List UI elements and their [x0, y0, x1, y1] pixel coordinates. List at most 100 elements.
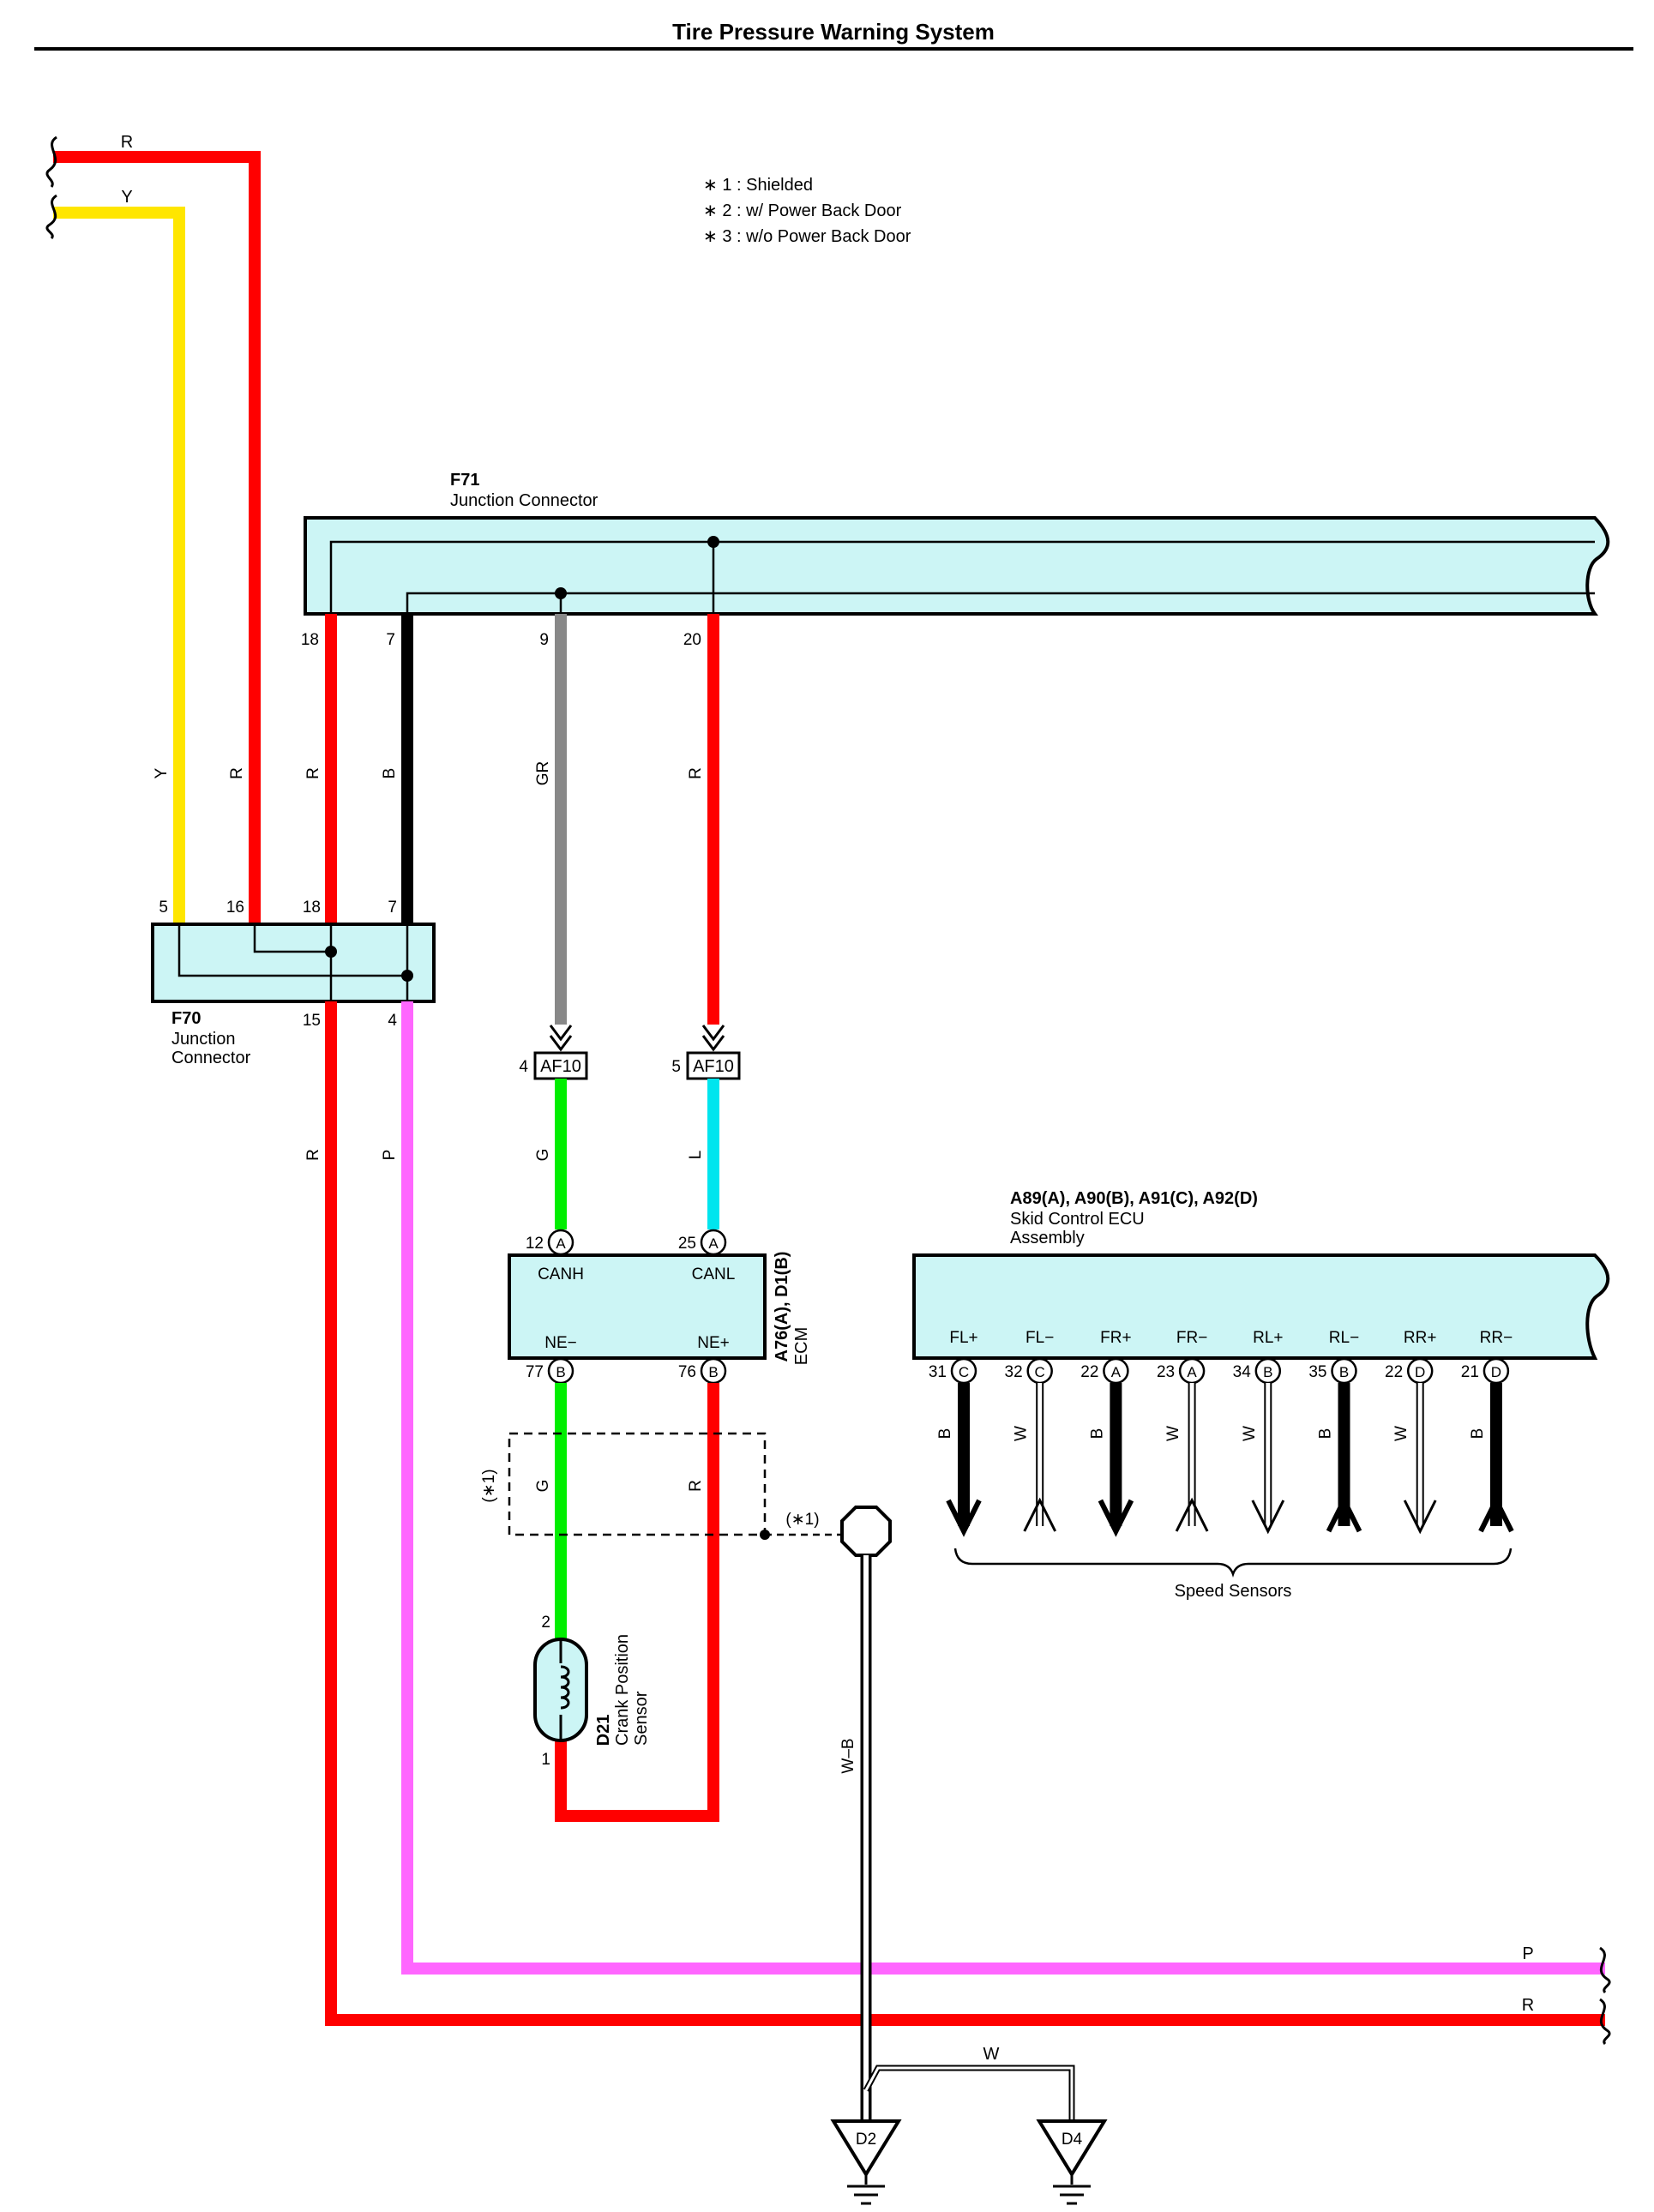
ecm-unit: A A 12 25 CANH CANL NE− NE+ B B 77 76 A7… — [508, 1229, 811, 1385]
ecm-code: A76(A), D1(B) — [773, 1252, 791, 1362]
skid-terminal-wire-label: W — [1392, 1426, 1410, 1441]
ecm-canl-label: CANL — [692, 1265, 736, 1283]
wire-label-w-ground: W — [983, 2045, 1000, 2064]
skid-terminal-name: FR+ — [1100, 1329, 1131, 1347]
skid-terminal-arrow — [1326, 1494, 1362, 1533]
skid-terminal-name: RL− — [1329, 1329, 1359, 1347]
wire-label-r-f71-20: R — [687, 767, 705, 779]
skid-terminal-pin: 22 — [1080, 1363, 1098, 1381]
wire-w-ground-branch: W — [863, 2045, 1075, 2121]
skid-terminal-letter: D — [1415, 1364, 1425, 1380]
skid-terminal-name: RR+ — [1404, 1329, 1437, 1347]
note-2: ∗ 2 : w/ Power Back Door — [703, 201, 902, 220]
skid-terminal-letter: A — [1187, 1364, 1197, 1380]
af10-pin-4: 4 — [519, 1058, 528, 1076]
wire-label-r-top: R — [121, 133, 133, 152]
skid-terminal-arrow — [1023, 1497, 1057, 1532]
skid-ecu-terminals: FL+C31BFL−C32WFR+A22BFR−A23WRL+B34WRL−B3… — [929, 1329, 1514, 1537]
wire-y-top: Y — [53, 188, 185, 924]
shield-box: (∗1) (∗1) — [480, 1432, 842, 1540]
skid-terminal-name: FR− — [1176, 1329, 1207, 1347]
skid-terminal-wire-label: B — [1088, 1428, 1106, 1440]
skid-terminal-letter: A — [1111, 1364, 1122, 1380]
ecm-canh-label: CANH — [538, 1265, 584, 1283]
wire-g-can: G — [534, 1079, 567, 1229]
f70-pin-5: 5 — [159, 899, 168, 917]
wire-label-g-can: G — [534, 1149, 552, 1162]
skid-terminal-name: RR− — [1480, 1329, 1513, 1347]
wire-label-r-f71-18: R — [304, 767, 322, 779]
wire-gr-f71-9: 9 GR — [534, 614, 567, 1025]
ecm-pin-25: 25 — [678, 1235, 696, 1253]
wire-label-r-crank: R — [687, 1480, 705, 1492]
wire-label-wb: W–B — [839, 1738, 857, 1773]
wire-r-f71-20: 20 R — [683, 614, 719, 1025]
wire-g-crank: G — [534, 1383, 567, 1639]
ecm-pin-letter-76: B — [708, 1364, 718, 1380]
diagram-title: Tire Pressure Warning System — [672, 19, 995, 45]
ground-label-d2: D2 — [856, 2131, 876, 2149]
skid-terminal-name: RL+ — [1253, 1329, 1283, 1347]
f71-code: F71 — [450, 471, 479, 490]
wire-label-p-bottom: P — [1522, 1945, 1533, 1963]
shield-label-left: (∗1) — [480, 1469, 498, 1502]
ecm-pin-letter-77: B — [556, 1364, 565, 1380]
wire-break-marks-top — [45, 135, 57, 240]
af10-label-left: AF10 — [540, 1057, 581, 1076]
ecm-pin-12: 12 — [526, 1235, 544, 1253]
f71-pin-18: 18 — [301, 631, 319, 649]
skid-terminal-pin: 31 — [929, 1363, 947, 1381]
wire-label-r-f70: R — [228, 767, 246, 779]
skid-terminal-4: FR− A 23W — [1157, 1329, 1209, 1532]
skid-terminal-letter: C — [1035, 1364, 1045, 1380]
af10-connector-right: AF10 5 — [671, 1025, 741, 1080]
skid-terminal-3: FR+ A 22B — [1080, 1329, 1134, 1537]
af10-label-right: AF10 — [693, 1057, 734, 1076]
f70-pin-4: 4 — [388, 1012, 397, 1030]
f70-pin-18: 18 — [303, 899, 321, 917]
skid-terminal-arrow — [1403, 1500, 1437, 1535]
skid-ecu-code: A89(A), A90(B), A91(C), A92(D) — [1010, 1189, 1258, 1208]
speed-sensors-brace: Speed Sensors — [953, 1548, 1513, 1601]
ground-point-d4: D4 — [1036, 2119, 1108, 2205]
f70-junction-connector: 5 16 18 7 15 4 F70 Junction Connector — [151, 899, 436, 1067]
skid-terminal-pin: 23 — [1157, 1363, 1175, 1381]
skid-terminal-wire-label: W — [1164, 1426, 1182, 1441]
crank-sensor-pin-1: 1 — [541, 1751, 550, 1769]
skid-terminal-pin: 35 — [1308, 1363, 1326, 1381]
ecm-pin-77: 77 — [526, 1363, 544, 1381]
note-3: ∗ 3 : w/o Power Back Door — [703, 227, 911, 246]
skid-terminal-arrow — [946, 1499, 982, 1537]
ecm-ne-minus-label: NE− — [544, 1334, 577, 1352]
wire-label-g-crank: G — [534, 1480, 552, 1493]
skid-terminal-arrow — [1251, 1500, 1285, 1535]
f71-name: Junction Connector — [450, 491, 598, 510]
wire-label-gr-f71-9: GR — [534, 761, 552, 786]
ecm-name: ECM — [792, 1327, 811, 1365]
f71-pin-20: 20 — [683, 631, 701, 649]
skid-terminal-pin: 22 — [1385, 1363, 1403, 1381]
skid-terminal-pin: 34 — [1233, 1363, 1252, 1381]
shield-label-right: (∗1) — [785, 1511, 819, 1529]
f70-pin-15: 15 — [303, 1012, 321, 1030]
skid-terminal-pin: 32 — [1005, 1363, 1023, 1381]
wire-r-f71-18: 18 R — [301, 614, 337, 924]
wire-label-b-f71-7: B — [381, 768, 399, 779]
skid-terminal-letter: C — [959, 1364, 969, 1380]
wire-p-bottom: P P — [381, 1001, 1605, 1975]
ground-point-d2: D2 — [830, 2119, 902, 2205]
skid-terminal-wire-label: B — [936, 1428, 954, 1440]
wire-label-r-bottom: R — [1522, 1996, 1534, 2015]
skid-terminal-arrow — [1098, 1499, 1134, 1537]
speed-sensors-label: Speed Sensors — [1175, 1582, 1292, 1601]
crank-sensor-pin-2: 2 — [541, 1614, 550, 1632]
crank-sensor-name-line-1: Crank Position — [613, 1634, 632, 1746]
ecm-pin-76: 76 — [678, 1363, 696, 1381]
ecm-pin-letter-12: A — [556, 1235, 566, 1252]
shield-ground-junction — [840, 1506, 892, 1557]
wire-r-top: R — [53, 133, 261, 924]
wire-l-can: L — [687, 1079, 719, 1229]
ecm-pin-letter-25: A — [708, 1235, 719, 1252]
